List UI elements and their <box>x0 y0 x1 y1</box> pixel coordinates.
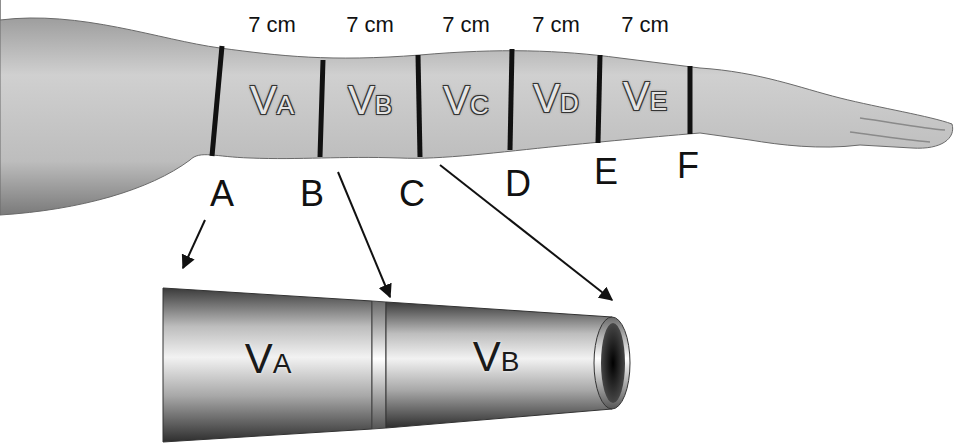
point-letter: C <box>399 176 425 212</box>
point-letter: B <box>300 176 324 212</box>
volume-label: VA <box>245 338 292 380</box>
volume-label: VB <box>473 336 520 378</box>
volume-label: VA <box>250 80 294 120</box>
volume-label: VD <box>533 78 578 118</box>
dimension-label: 7 cm <box>621 14 669 36</box>
volume-label: VE <box>623 76 667 116</box>
volume-label: VC <box>443 80 488 120</box>
volume-label: VB <box>348 80 392 120</box>
dimension-label: 7 cm <box>532 14 580 36</box>
dimension-label: 7 cm <box>248 14 296 36</box>
finger-line <box>850 132 930 142</box>
leader-arrows <box>183 165 612 300</box>
point-letter: E <box>594 154 618 190</box>
segment-lines <box>212 46 690 157</box>
finger-line <box>860 118 945 130</box>
arm-outline <box>0 0 953 215</box>
cone-inset <box>163 288 630 442</box>
dimension-label: 7 cm <box>346 14 394 36</box>
point-letter: D <box>505 166 531 202</box>
point-letter: F <box>677 148 699 184</box>
dimension-label: 7 cm <box>442 14 490 36</box>
point-letter: A <box>210 176 234 212</box>
